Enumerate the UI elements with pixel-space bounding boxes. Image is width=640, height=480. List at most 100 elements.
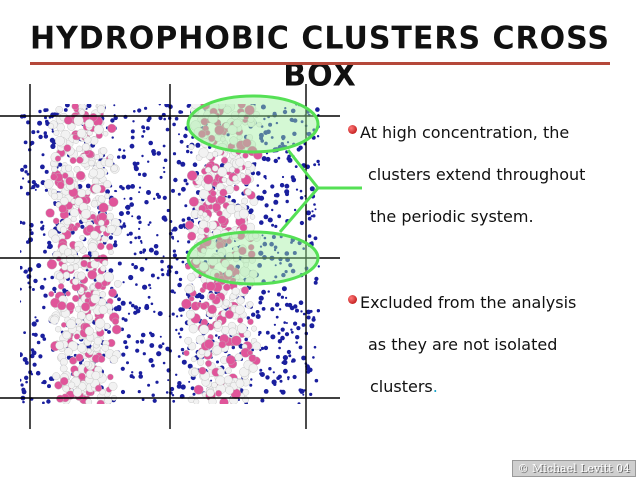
cluster-atom — [103, 180, 112, 189]
cluster-atom — [70, 216, 77, 223]
cluster-atom — [57, 301, 67, 311]
cluster-atom — [94, 154, 101, 161]
water-molecule — [144, 305, 150, 311]
water-molecule — [131, 263, 135, 266]
water-molecule — [273, 199, 279, 205]
water-molecule — [133, 305, 139, 310]
cluster-atom — [50, 173, 58, 181]
cluster-atom — [45, 208, 55, 218]
water-molecule — [292, 374, 297, 380]
water-molecule — [181, 359, 187, 365]
water-molecule — [278, 308, 282, 311]
water-molecule — [268, 122, 273, 127]
water-molecule — [135, 340, 140, 344]
cluster-atom — [79, 234, 85, 241]
water-molecule — [148, 358, 154, 363]
cluster-atom — [247, 301, 254, 308]
water-molecule — [309, 392, 313, 396]
water-molecule — [302, 247, 306, 250]
water-molecule — [284, 107, 287, 110]
water-molecule — [156, 234, 159, 237]
water-molecule — [177, 381, 182, 386]
cluster-atom — [234, 168, 241, 175]
water-molecule — [300, 310, 303, 313]
water-molecule — [290, 268, 296, 274]
water-molecule — [264, 203, 269, 208]
water-molecule — [139, 250, 143, 255]
cluster-atom — [227, 124, 238, 135]
water-molecule — [151, 393, 155, 397]
cluster-atom — [222, 299, 230, 307]
water-molecule — [268, 367, 272, 371]
cluster-atom — [200, 247, 207, 254]
cluster-atom — [242, 138, 252, 148]
cluster-atom — [198, 324, 209, 335]
water-molecule — [262, 189, 267, 195]
water-molecule — [171, 394, 175, 397]
water-molecule — [31, 288, 35, 291]
cluster-atom — [76, 145, 83, 153]
water-molecule — [34, 316, 37, 319]
cluster-atom — [242, 388, 250, 396]
highlight-ellipse-middle — [186, 230, 320, 286]
water-molecule — [317, 163, 320, 166]
cluster-atom — [233, 118, 242, 128]
water-molecule — [271, 208, 274, 212]
water-molecule — [156, 151, 161, 156]
cluster-atom — [98, 219, 105, 227]
water-molecule — [216, 360, 219, 364]
cluster-atom — [54, 155, 62, 162]
water-molecule — [261, 307, 266, 311]
water-molecule — [298, 345, 303, 350]
water-molecule — [133, 166, 139, 172]
cluster-atom — [184, 336, 193, 345]
water-molecule — [146, 118, 151, 123]
water-molecule — [164, 104, 170, 108]
water-molecule — [163, 217, 168, 222]
cluster-atom — [101, 259, 109, 267]
cluster-atom — [59, 364, 68, 373]
water-molecule — [215, 334, 218, 337]
title-underline — [30, 62, 610, 65]
water-molecule — [108, 268, 114, 274]
cluster-atom — [48, 290, 55, 297]
trailing-period: . — [432, 377, 438, 396]
water-molecule — [129, 143, 135, 149]
cluster-atom — [237, 317, 244, 324]
water-molecule — [298, 300, 304, 305]
water-molecule — [40, 164, 45, 170]
cluster-atom — [58, 204, 67, 214]
water-molecule — [26, 172, 30, 176]
cluster-atom — [99, 147, 108, 155]
water-molecule — [188, 380, 191, 383]
cluster-atom — [198, 147, 209, 158]
water-molecule — [280, 335, 285, 341]
cluster-atom — [87, 269, 98, 280]
water-molecule — [85, 183, 91, 189]
water-molecule — [280, 389, 286, 395]
water-molecule — [294, 165, 298, 168]
water-molecule — [120, 366, 125, 371]
cluster-atom — [56, 181, 65, 190]
water-molecule — [38, 134, 43, 140]
water-molecule — [156, 276, 160, 280]
water-molecule — [70, 230, 75, 235]
cluster-atom — [248, 363, 258, 373]
water-molecule — [54, 287, 57, 291]
water-molecule — [286, 349, 291, 355]
water-molecule — [299, 196, 304, 200]
water-molecule — [24, 375, 29, 380]
cluster-atom — [104, 193, 110, 199]
water-molecule — [259, 220, 264, 225]
water-molecule — [311, 317, 316, 322]
water-molecule — [313, 236, 318, 241]
cluster-atom — [205, 166, 212, 174]
cluster-atom — [198, 220, 209, 230]
cluster-atom — [73, 115, 84, 126]
cluster-atom — [98, 305, 108, 315]
water-molecule — [26, 120, 31, 125]
water-molecule — [172, 152, 177, 156]
water-molecule — [130, 135, 135, 140]
cluster-atom — [90, 200, 99, 208]
water-molecule — [42, 379, 47, 385]
